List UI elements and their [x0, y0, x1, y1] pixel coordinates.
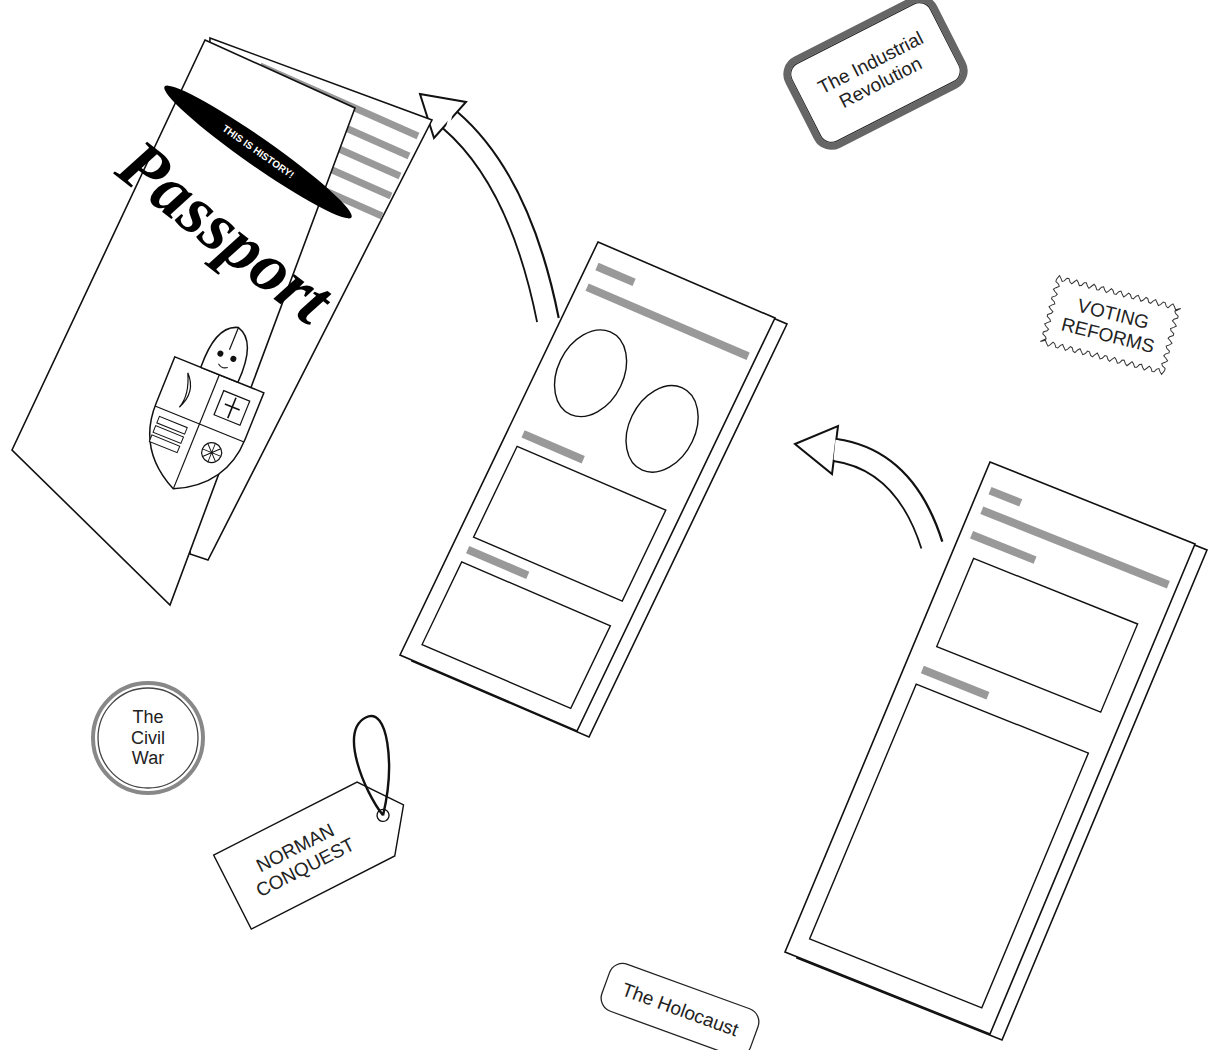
circle-shape	[199, 440, 225, 466]
knight-shield	[129, 310, 283, 507]
circle-shape	[216, 350, 224, 358]
topic-label: The Holocaust	[596, 958, 764, 1050]
booklet-middle	[400, 242, 775, 731]
booklet-right	[785, 462, 1195, 1034]
path-shape	[220, 395, 243, 421]
topic-text: The Civil War	[117, 707, 179, 769]
hollow-arrow	[420, 94, 548, 321]
rect-shape	[214, 391, 250, 426]
path-shape	[218, 364, 228, 370]
label-border	[597, 959, 763, 1050]
topic-stamp: VOTING REFORMS	[1035, 271, 1185, 379]
circle-shape	[229, 355, 237, 363]
path-shape	[199, 440, 225, 466]
roundel-outer	[93, 683, 203, 793]
tag-string	[338, 712, 419, 816]
tag-body	[214, 767, 423, 928]
topic-luggage-tag: NORMAN CONQUEST	[212, 766, 423, 930]
badge-border	[781, 0, 969, 151]
rect-shape	[149, 435, 179, 453]
passport-cover: PassportTHIS IS HISTORY!	[10, 36, 440, 611]
path-shape	[229, 328, 238, 350]
roundel-inner	[98, 688, 198, 788]
banner-ellipse	[157, 75, 360, 229]
topic-roundel: The Civil War	[90, 680, 206, 796]
path-shape	[129, 357, 264, 507]
hollow-arrow	[795, 426, 932, 546]
topic-badge: The Industrial Revolution	[774, 0, 976, 158]
badge-inner-border	[786, 0, 964, 146]
stamp-edge	[1039, 275, 1181, 375]
path-shape	[175, 373, 196, 409]
path-shape	[201, 320, 258, 382]
passport-front	[12, 40, 355, 605]
